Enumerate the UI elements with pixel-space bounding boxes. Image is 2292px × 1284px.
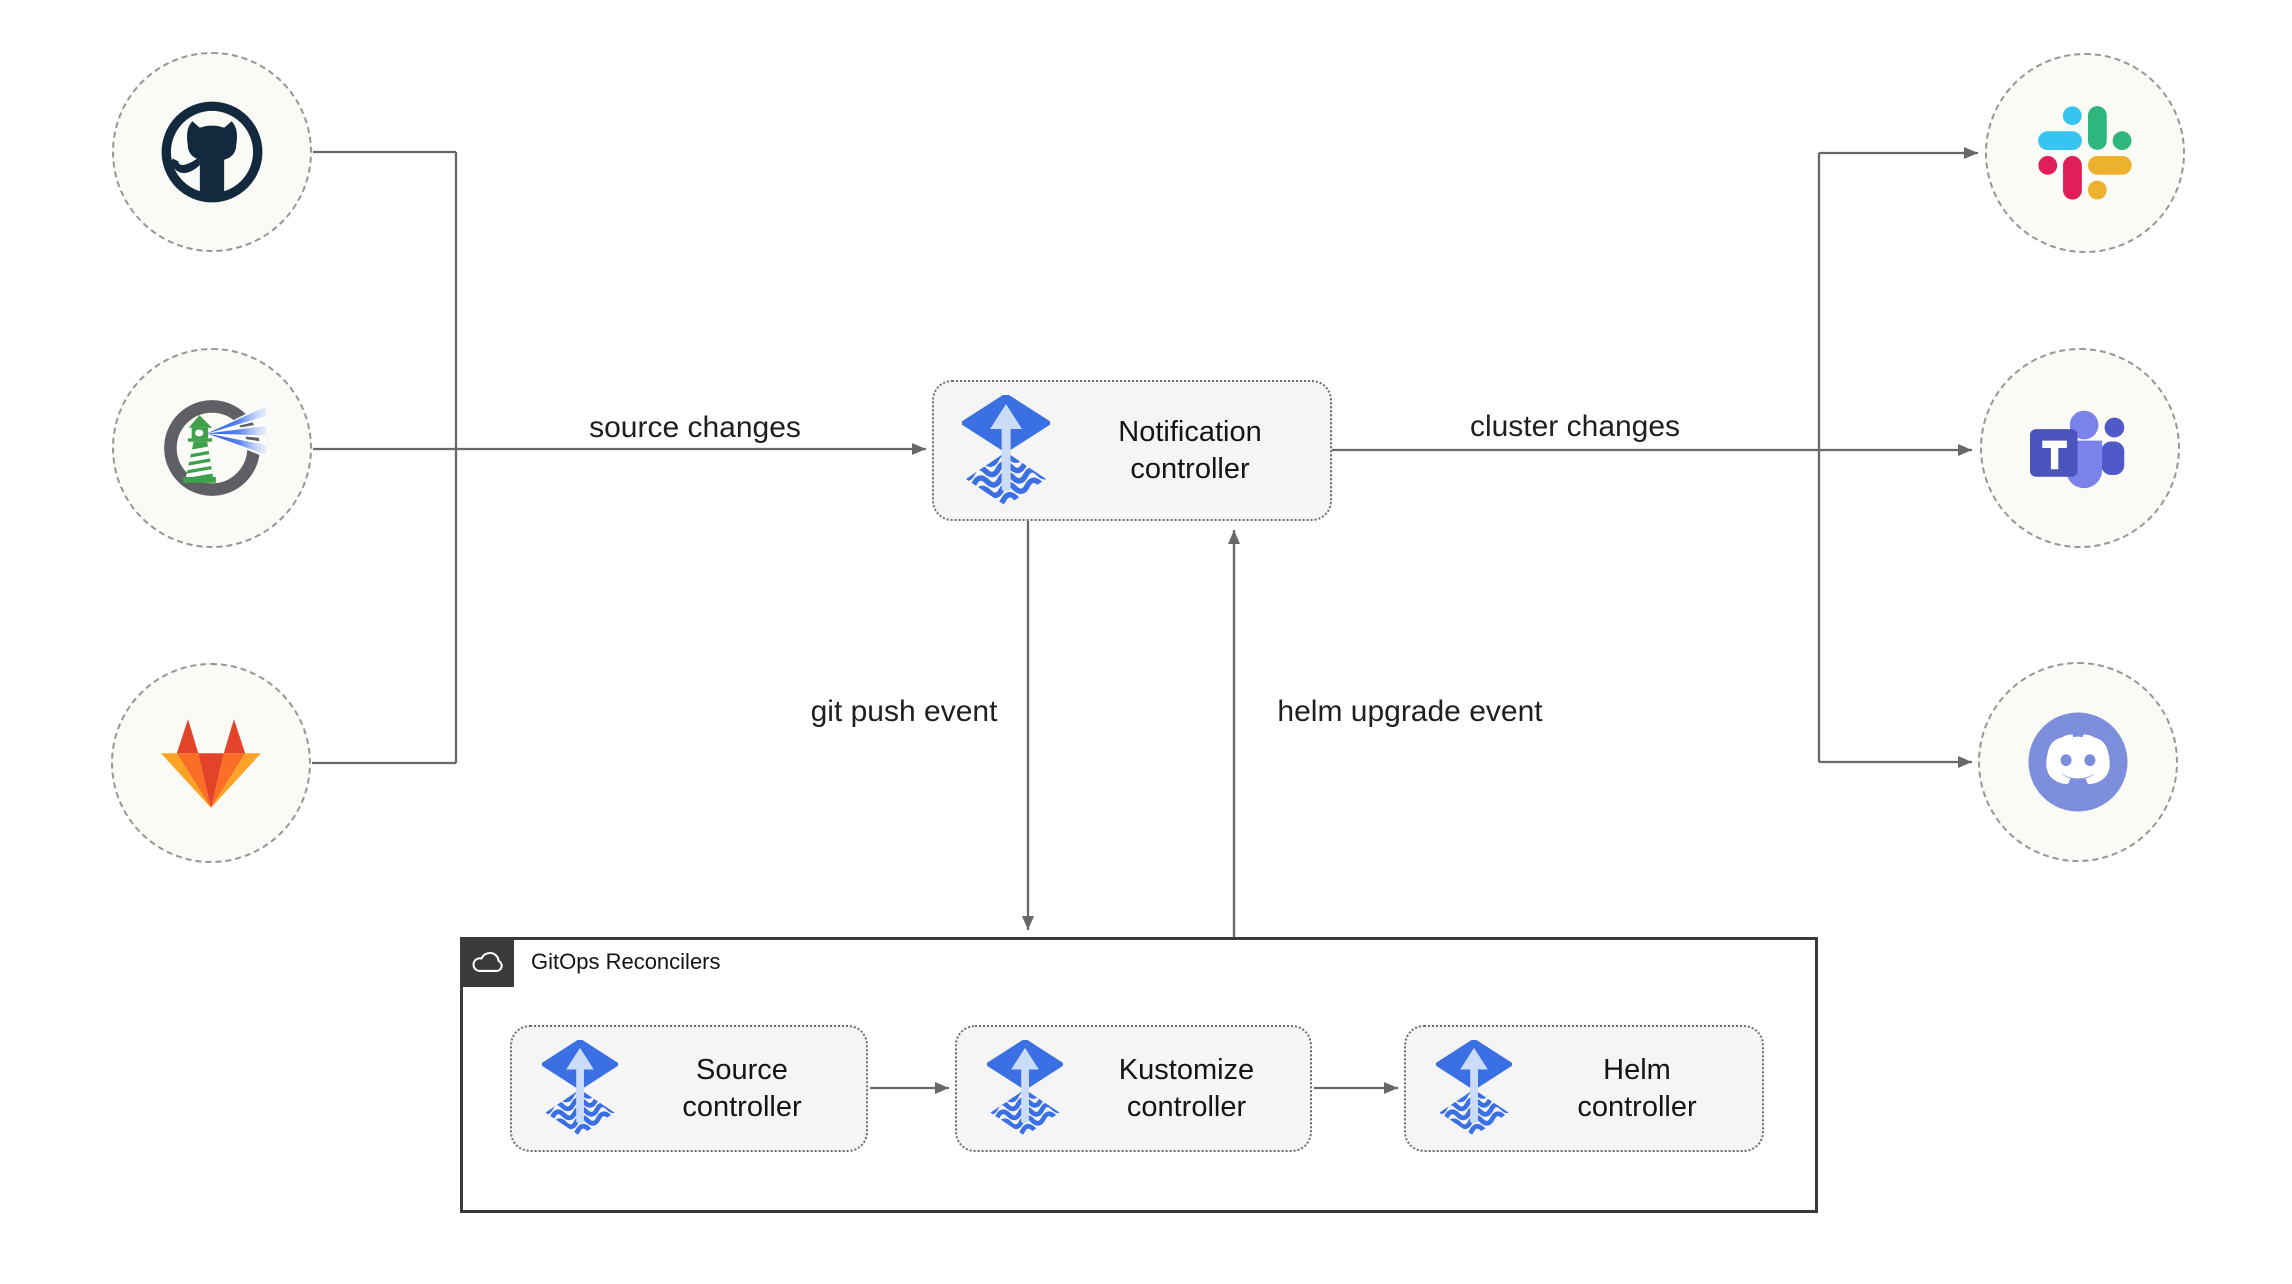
edge-label-source-changes: source changes	[589, 411, 801, 444]
source-controller-label: Source controller	[682, 1053, 802, 1123]
flux-icon	[987, 1040, 1063, 1137]
flux-icon	[542, 1040, 618, 1137]
flux-icon	[1436, 1040, 1512, 1137]
node-slack	[1985, 53, 2185, 253]
edge-label-helm-upgrade-event: helm upgrade event	[1277, 695, 1543, 728]
node-source-controller: Source controller	[510, 1025, 868, 1152]
cloud-icon	[470, 949, 504, 976]
edge-label-cluster-changes: cluster changes	[1469, 410, 1681, 443]
node-helm-controller: Helm controller	[1404, 1025, 1764, 1152]
teams-icon	[2030, 404, 2130, 492]
harbor-icon	[154, 390, 270, 506]
node-teams	[1980, 348, 2180, 548]
edge-label-git-push-event: git push event	[810, 695, 998, 728]
node-notification-controller: Notification controller	[932, 380, 1332, 521]
node-kustomize-controller: Kustomize controller	[955, 1025, 1312, 1152]
github-icon	[156, 96, 268, 208]
notification-controller-label: Notification controller	[1118, 415, 1262, 485]
flux-icon	[962, 395, 1050, 507]
gitops-reconcilers-label: GitOps Reconcilers	[531, 949, 721, 974]
node-gitlab	[111, 663, 311, 863]
discord-icon	[2023, 707, 2133, 817]
node-github	[112, 52, 312, 252]
helm-controller-label: Helm controller	[1577, 1053, 1697, 1123]
kustomize-controller-label: Kustomize controller	[1118, 1053, 1255, 1123]
node-harbor	[112, 348, 312, 548]
slack-icon	[2038, 106, 2132, 200]
node-discord	[1978, 662, 2178, 862]
container-badge	[460, 937, 514, 987]
gitlab-icon	[160, 715, 262, 812]
